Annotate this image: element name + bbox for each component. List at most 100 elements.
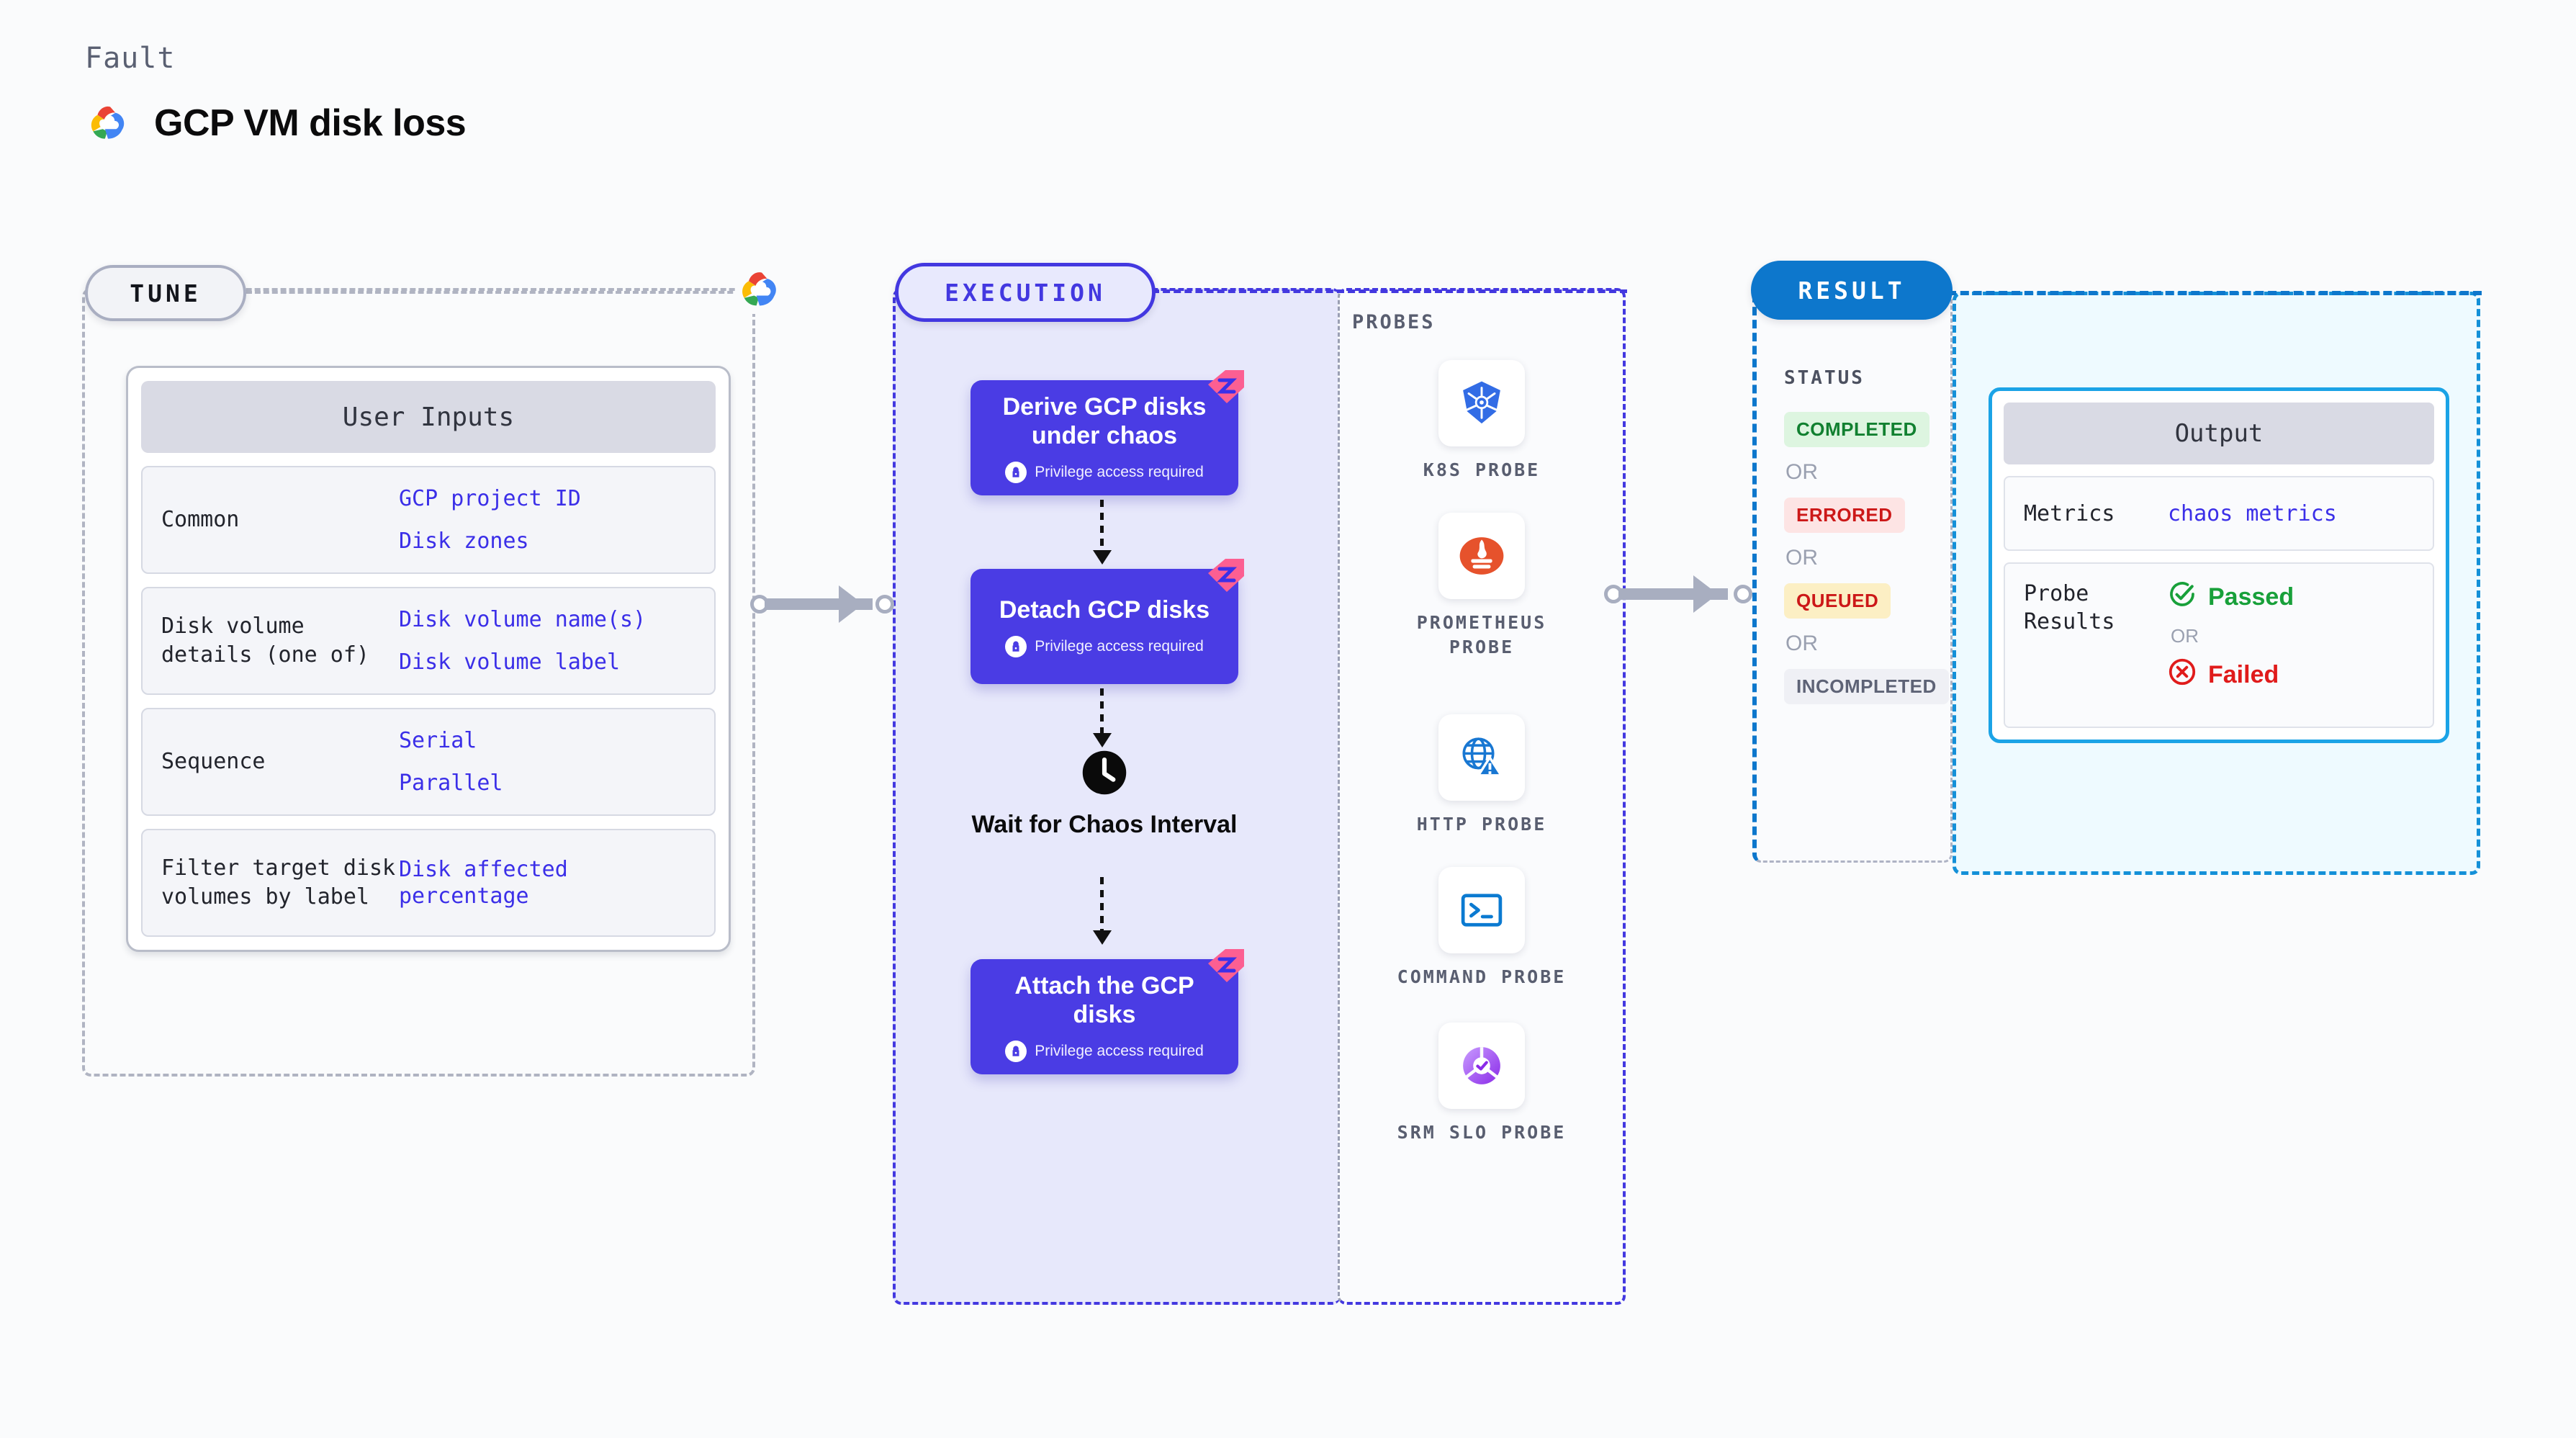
srm-slo-icon xyxy=(1438,1023,1525,1109)
user-input-value[interactable]: Parallel xyxy=(399,770,503,796)
page-title-row: GCP VM disk loss xyxy=(85,99,467,147)
probe-label: COMMAND PROBE xyxy=(1397,966,1567,987)
status-heading: STATUS xyxy=(1784,367,1865,389)
kubernetes-icon xyxy=(1438,360,1525,446)
status-badge-errored: ERRORED xyxy=(1784,498,1905,533)
user-input-value[interactable]: Disk affected percentage xyxy=(399,856,568,909)
execution-section-pill[interactable]: EXECUTION xyxy=(895,263,1156,322)
execution-step-note-row: Privilege access required xyxy=(1005,462,1204,484)
execution-dash-line xyxy=(1152,289,1627,293)
probe-item[interactable]: COMMAND PROBE xyxy=(1395,867,1568,989)
probe-item[interactable]: K8S PROBE xyxy=(1395,360,1568,482)
probe-label: SRM SLO PROBE xyxy=(1397,1122,1567,1143)
gcp-logo-icon xyxy=(85,99,132,147)
execution-step-card[interactable]: Derive GCP disks under chaos Privilege a… xyxy=(970,370,1244,495)
execution-step-title: Derive GCP disks under chaos xyxy=(1002,392,1207,449)
step-connector-line xyxy=(1100,688,1104,737)
lock-icon xyxy=(1005,636,1027,658)
status-badge-incompleted: INCOMPLETED xyxy=(1784,669,1949,704)
result-status-region xyxy=(1752,292,1953,863)
prometheus-icon xyxy=(1438,513,1525,599)
user-input-row: Sequence Serial Parallel xyxy=(141,708,716,816)
execution-step-note: Privilege access required xyxy=(1035,464,1204,481)
status-or-label: OR xyxy=(1785,546,1818,570)
step-connector-line xyxy=(1100,877,1104,933)
result-section-pill[interactable]: RESULT xyxy=(1751,261,1953,320)
terminal-icon xyxy=(1438,867,1525,953)
probe-item[interactable]: SRM SLO PROBE xyxy=(1395,1023,1568,1145)
lock-icon xyxy=(1005,462,1027,484)
lock-icon xyxy=(1005,1041,1027,1063)
tune-region xyxy=(82,288,755,1077)
user-input-key: Filter target disk volumes by label xyxy=(161,855,396,910)
chaos-ribbon-icon xyxy=(1208,949,1244,982)
status-badge-queued: QUEUED xyxy=(1784,583,1891,619)
globe-warning-icon xyxy=(1438,714,1525,801)
status-badge-completed: COMPLETED xyxy=(1784,412,1929,447)
execution-step-note: Privilege access required xyxy=(1035,638,1204,655)
probe-result-failed: Failed xyxy=(2168,657,2294,693)
user-input-key: Sequence xyxy=(161,748,266,774)
probe-result-failed-label: Failed xyxy=(2208,661,2279,688)
connector-end-dot xyxy=(875,595,894,614)
output-metrics-value[interactable]: chaos metrics xyxy=(2168,500,2337,526)
clock-icon xyxy=(1082,750,1127,795)
connector-end-dot xyxy=(1734,585,1752,603)
connector-arrow xyxy=(839,585,863,623)
user-inputs-heading: User Inputs xyxy=(141,381,716,453)
tune-dash-line xyxy=(246,291,759,294)
page-title: GCP VM disk loss xyxy=(154,102,467,144)
gcp-target-icon xyxy=(736,265,785,314)
execution-step-card[interactable]: Attach the GCP disks Privilege access re… xyxy=(970,949,1244,1074)
connector-arrow xyxy=(1693,575,1718,613)
status-or-label: OR xyxy=(1785,632,1818,655)
chaos-ribbon-icon xyxy=(1208,559,1244,592)
execution-step-note-row: Privilege access required xyxy=(1005,636,1204,658)
user-input-value[interactable]: Disk volume label xyxy=(399,650,621,675)
step-connector-arrow xyxy=(1093,733,1112,747)
output-probe-results-row: Probe Results Passed OR xyxy=(2004,562,2434,728)
check-circle-icon xyxy=(2168,580,2197,615)
probes-heading: PROBES xyxy=(1352,311,1436,333)
user-input-row: Disk volume details (one of) Disk volume… xyxy=(141,587,716,695)
status-list: COMPLETED OR ERRORED OR QUEUED OR INCOMP… xyxy=(1784,412,1950,704)
step-connector-line xyxy=(1100,500,1104,553)
probe-label: PROMETHEUS PROBE xyxy=(1416,612,1547,657)
probe-result-or-label: OR xyxy=(2171,625,2199,647)
execution-step-title: Attach the GCP disks xyxy=(1014,971,1194,1028)
output-probe-results-key: Probe Results xyxy=(2024,581,2115,634)
output-metrics-key: Metrics xyxy=(2024,500,2115,526)
step-connector-arrow xyxy=(1093,550,1112,565)
user-inputs-card: User Inputs Common GCP project ID Disk z… xyxy=(126,366,731,952)
wait-step-label: Wait for Chaos Interval xyxy=(971,811,1238,838)
probe-item[interactable]: HTTP PROBE xyxy=(1395,714,1568,837)
probe-item[interactable]: PROMETHEUS PROBE xyxy=(1395,513,1568,660)
user-input-row: Common GCP project ID Disk zones xyxy=(141,466,716,574)
probe-label: HTTP PROBE xyxy=(1416,814,1547,835)
user-input-row: Filter target disk volumes by label Disk… xyxy=(141,829,716,937)
user-input-key: Disk volume details (one of) xyxy=(161,613,369,668)
user-input-value[interactable]: Disk volume name(s) xyxy=(399,606,647,632)
execution-step-note-row: Privilege access required xyxy=(1005,1041,1204,1063)
wait-step: Wait for Chaos Interval xyxy=(970,749,1238,840)
step-connector-arrow xyxy=(1093,930,1112,945)
result-dash-line xyxy=(1947,291,2482,295)
tune-section-pill[interactable]: TUNE xyxy=(85,265,246,321)
user-input-value[interactable]: Serial xyxy=(399,727,477,753)
execution-step-note: Privilege access required xyxy=(1035,1043,1204,1060)
x-circle-icon xyxy=(2168,657,2197,693)
output-card: Output Metrics chaos metrics Probe Resul… xyxy=(1989,387,2449,743)
output-metrics-row: Metrics chaos metrics xyxy=(2004,476,2434,551)
probe-result-passed-label: Passed xyxy=(2208,583,2294,611)
status-or-label: OR xyxy=(1785,460,1818,484)
probe-result-passed: Passed xyxy=(2168,580,2294,615)
chaos-ribbon-icon xyxy=(1208,370,1244,403)
user-input-value[interactable]: GCP project ID xyxy=(399,485,581,511)
execution-step-card[interactable]: Detach GCP disks Privilege access requir… xyxy=(970,559,1244,684)
user-input-key: Common xyxy=(161,506,240,532)
execution-step-title: Detach GCP disks xyxy=(999,596,1210,624)
output-heading: Output xyxy=(2004,403,2434,464)
page-eyebrow: Fault xyxy=(85,42,176,75)
user-input-value[interactable]: Disk zones xyxy=(399,529,529,554)
